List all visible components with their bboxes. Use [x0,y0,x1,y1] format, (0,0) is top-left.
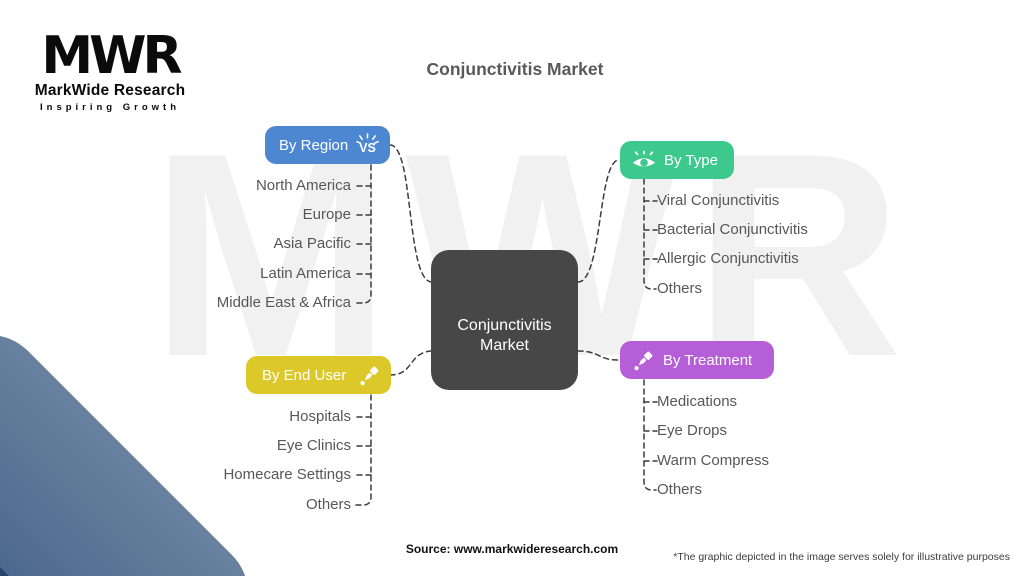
list-item-type: Others [657,280,703,297]
list-item-region: North America [255,177,351,194]
brand-logo: MWR MarkWide Research Inspiring Growth [30,26,190,114]
list-item-end-user: Eye Clinics [276,437,351,454]
list-item-end-user: Hospitals [289,408,351,425]
svg-text:VS: VS [359,141,376,155]
disclaimer-text: *The graphic depicted in the image serve… [673,551,1010,563]
branch-label-type: By Type [664,151,718,169]
center-node-label: Conjunctivitis Market [457,317,552,354]
eye-icon [632,149,656,171]
page-title: Conjunctivitis Market [426,59,604,79]
list-item-treatment: Medications [657,393,738,410]
center-node: Conjunctivitis Market [431,250,578,390]
list-item-type: Bacterial Conjunctivitis [657,221,808,238]
list-item-treatment: Others [657,481,703,498]
branch-pill-treatment: By Treatment [620,341,774,379]
branch-pill-end-user: By End User [246,356,391,394]
branch-pill-region: By Region VS [265,126,390,164]
list-item-end-user: Others [305,496,351,513]
list-item-region: Europe [302,206,351,223]
list-item-region: Asia Pacific [273,235,351,252]
brand-logo-mark: MWR [41,26,182,86]
source-text: Source: www.markwideresearch.com [405,542,619,556]
list-item-type: Viral Conjunctivitis [657,192,780,209]
brand-tagline: Inspiring Growth [40,102,180,114]
list-item-region: Middle East & Africa [216,294,351,311]
eye-dropper-icon [632,349,655,372]
branch-label-end-user: By End User [262,366,347,384]
branch-label-treatment: By Treatment [663,351,753,369]
branch-pill-type: By Type [620,141,734,179]
list-item-region: Latin America [260,265,351,282]
list-item-type: Allergic Conjunctivitis [657,250,799,267]
list-item-end-user: Homecare Settings [223,466,351,483]
brand-name: MarkWide Research [34,82,186,100]
list-item-treatment: Warm Compress [657,452,769,469]
branch-label-region: By Region [279,136,349,154]
eye-dropper-icon [358,364,381,387]
list-item-treatment: Eye Drops [657,422,728,439]
vs-icon: VS [355,132,380,158]
